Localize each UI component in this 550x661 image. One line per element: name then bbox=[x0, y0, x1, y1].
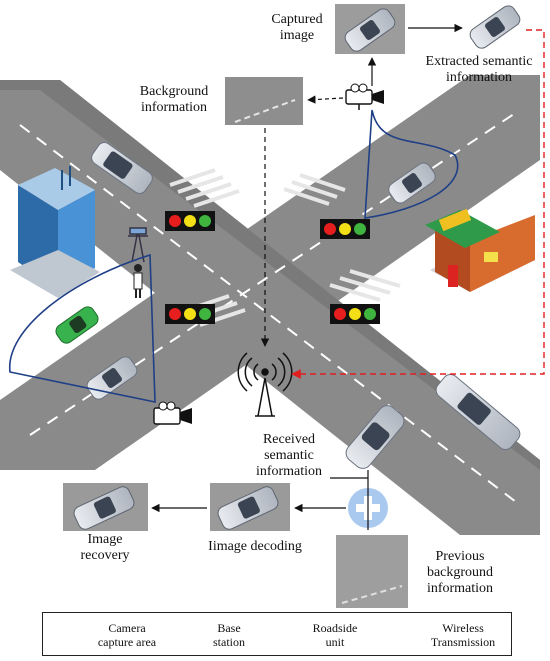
previous-background-thumb bbox=[336, 535, 408, 608]
roadside-unit-top bbox=[345, 83, 384, 110]
car-bottom-left bbox=[86, 356, 138, 400]
car-white-lower bbox=[345, 405, 405, 469]
pedestrian bbox=[133, 264, 143, 298]
legend: Camera capture area Base station Roadsid… bbox=[42, 612, 512, 656]
label-image-recovery: Image recovery bbox=[80, 532, 130, 563]
traffic-light-4 bbox=[330, 304, 380, 324]
label-captured-image: Captured image bbox=[271, 12, 323, 43]
label-image-decoding: Iimage decoding bbox=[208, 539, 302, 554]
car-limo-bottom-right bbox=[435, 373, 521, 451]
background-info-thumb bbox=[225, 77, 303, 125]
label-previous-background: Previous background information bbox=[426, 549, 494, 596]
roadside-unit-bottom bbox=[153, 401, 192, 425]
office-building bbox=[10, 166, 100, 298]
legend-wireless-label: Wireless Transmission bbox=[430, 621, 496, 649]
label-received-semantic: Received semantic information bbox=[255, 432, 323, 479]
gas-station bbox=[425, 208, 535, 292]
flow-arrows bbox=[151, 23, 463, 530]
legend-base-station-label: Base station bbox=[213, 621, 245, 649]
legend-camera-area-label: Camera capture area bbox=[97, 621, 157, 649]
car-van-top-left bbox=[91, 142, 153, 194]
camera-capture-area-top bbox=[364, 109, 459, 219]
traffic-light-2 bbox=[320, 219, 370, 239]
captured-image-thumb bbox=[335, 4, 405, 54]
traffic-light-3 bbox=[165, 304, 215, 324]
label-extracted-semantic: Extracted semantic information bbox=[425, 54, 533, 85]
extracted-semantic-thumb bbox=[469, 5, 521, 49]
wireless-link-red bbox=[291, 29, 545, 379]
legend-roadside-unit-label: Roadside unit bbox=[312, 621, 358, 649]
traffic-light-1 bbox=[165, 211, 215, 231]
car-green bbox=[55, 306, 99, 344]
label-background-information: Background information bbox=[139, 84, 209, 115]
car-right-road bbox=[388, 162, 436, 204]
image-recovery-thumb bbox=[63, 483, 148, 531]
camera-capture-area-left bbox=[9, 253, 156, 403]
image-decoding-thumb bbox=[210, 483, 290, 531]
